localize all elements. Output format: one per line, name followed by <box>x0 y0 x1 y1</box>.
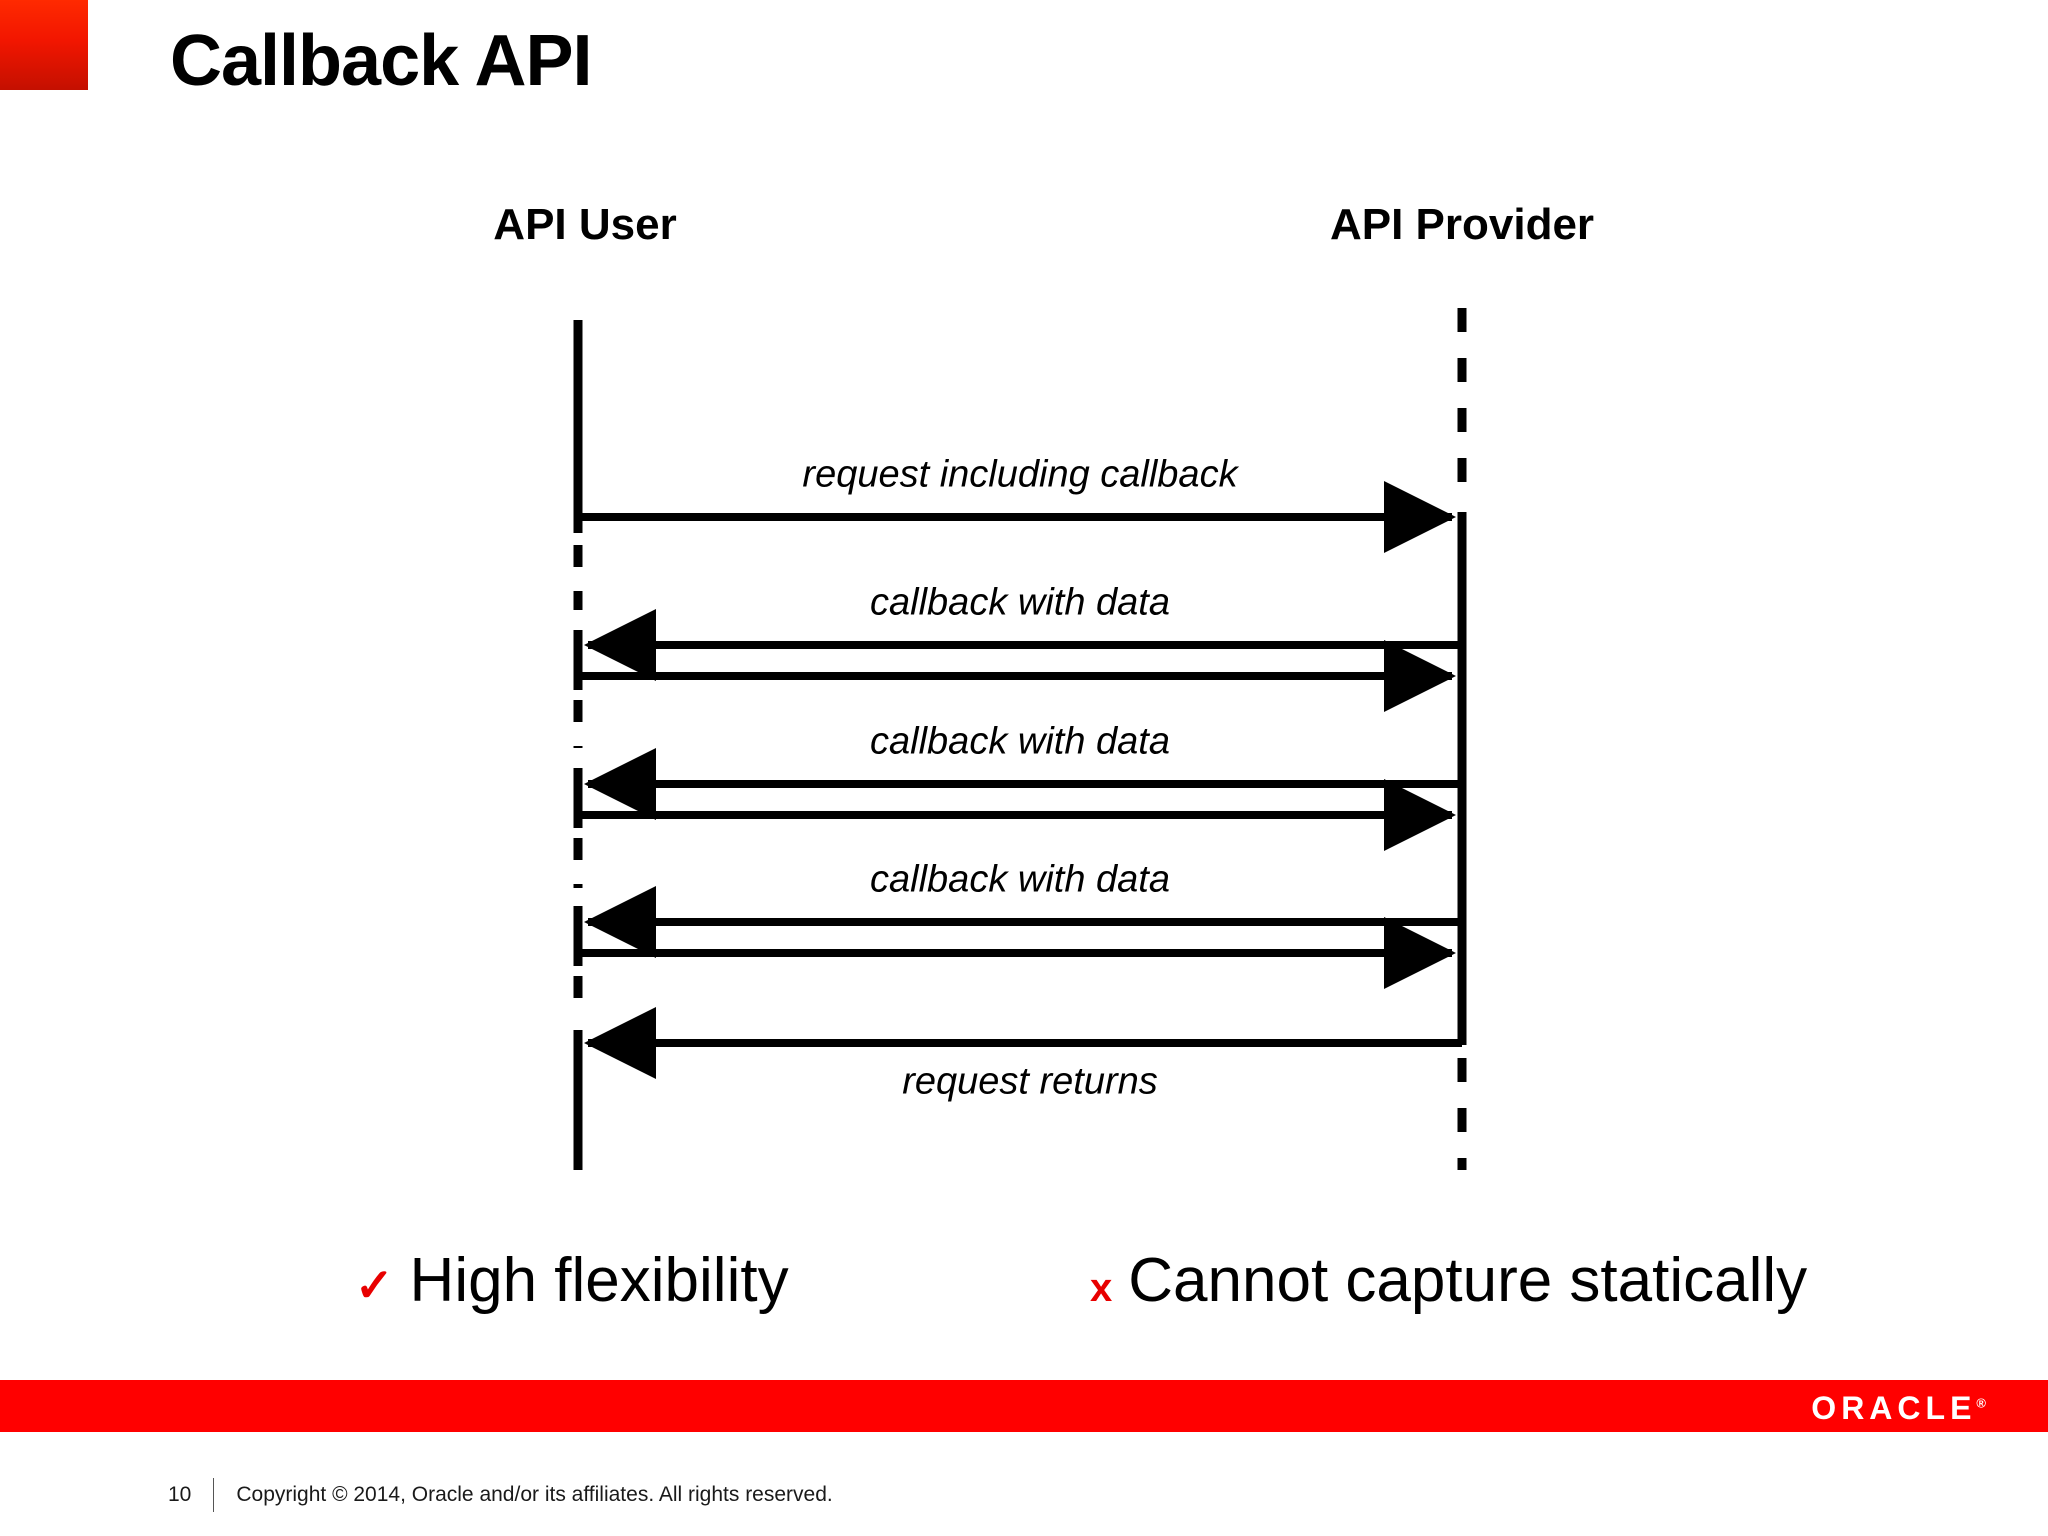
actor-label-api-provider: API Provider <box>1329 200 1595 249</box>
copyright-notice: Copyright © 2014, Oracle and/or its affi… <box>236 1483 833 1506</box>
message-label-callback-with-data-1: callback with data <box>870 581 1170 624</box>
cross-icon: x <box>1090 1266 1113 1310</box>
sequence-diagram-canvas <box>573 308 1467 1170</box>
title-accent-block <box>0 0 88 90</box>
slide-number: 10 <box>168 1483 192 1506</box>
bullet-con: x Cannot capture statically <box>1090 1245 1807 1316</box>
actor-label-api-user: API User <box>493 200 677 249</box>
sequence-diagram: API User API Provider <box>493 200 1595 1170</box>
message-label-request-returns: request returns <box>902 1060 1158 1103</box>
page-title: Callback API <box>170 21 593 101</box>
footer-divider <box>213 1478 215 1512</box>
bullet-pro: ✓ High flexibility <box>355 1245 789 1316</box>
registered-trademark-icon: ® <box>1976 1395 1986 1411</box>
oracle-logo: ORACLE® <box>1811 1390 1986 1427</box>
message-label-callback-with-data-2: callback with data <box>870 720 1170 763</box>
oracle-logo-text: ORACLE <box>1811 1390 1977 1426</box>
footer-meta: 10 Copyright © 2014, Oracle and/or its a… <box>168 1478 833 1512</box>
message-label-callback-with-data-3: callback with data <box>870 858 1170 901</box>
message-label-request-including-callback: request including callback <box>802 453 1238 496</box>
footer-bar <box>0 1380 2048 1432</box>
checkmark-icon: ✓ <box>355 1259 394 1311</box>
bullet-pro-label: High flexibility <box>409 1246 789 1315</box>
bullet-con-label: Cannot capture statically <box>1128 1246 1808 1315</box>
